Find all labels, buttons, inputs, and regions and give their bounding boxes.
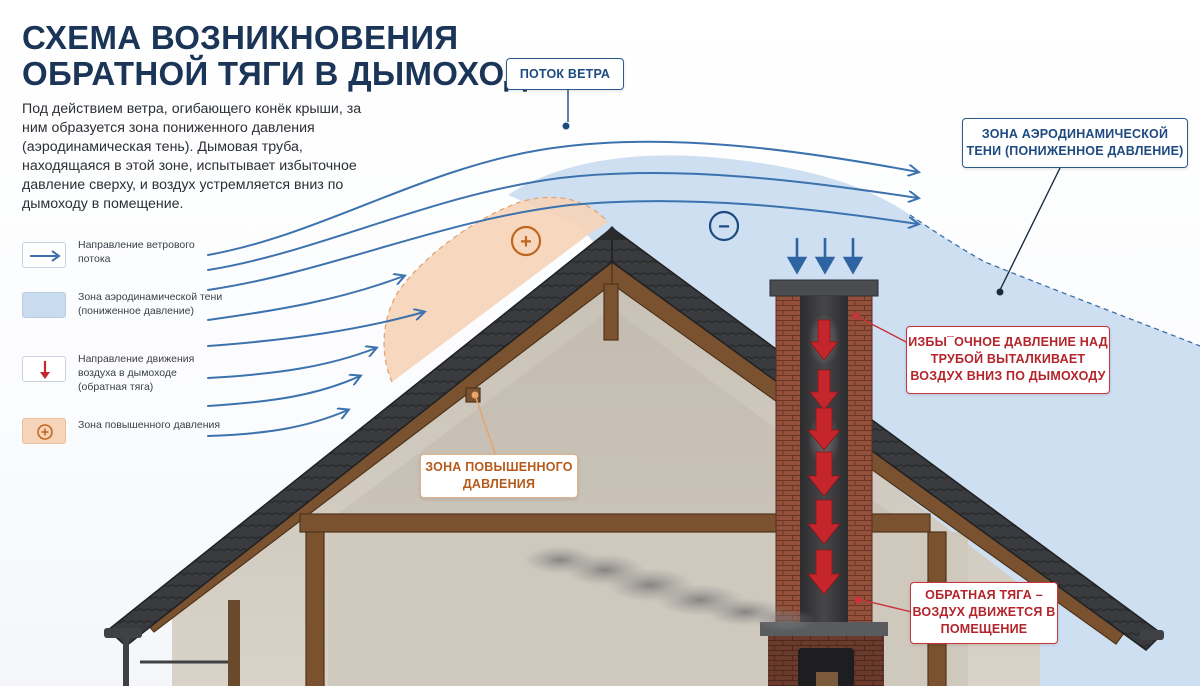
low-pressure-boundary: [909, 214, 1200, 347]
left-wall-strip: [228, 600, 240, 686]
minus-sign-icon: −: [708, 210, 740, 242]
wind-line-6: [207, 348, 376, 379]
legend-label-low-pressure: Зона аэродинамической тени (пониженное д…: [78, 291, 223, 317]
callout-wind-flow: ПОТОК ВЕТРА: [506, 58, 624, 90]
intro-text: Под действием ветра, огибающего конёк кр…: [22, 101, 362, 212]
down-arrow-glyph: [40, 361, 50, 379]
backdraft-arrow-6: [807, 549, 841, 595]
legend-item-low-pressure: Зона аэродинамической тени (пониженное д…: [22, 290, 222, 330]
backdraft-arrow-5: [807, 499, 841, 545]
backdraft-arrow-4: [807, 451, 841, 497]
legend-item-wind: Направление ветрового потока: [22, 238, 222, 278]
wind-line-3: [207, 200, 918, 291]
wind-line-4: [207, 276, 404, 321]
wind-line-2: [207, 171, 918, 271]
title-line-1: СХЕМА ВОЗНИКНОВЕНИЯ: [22, 19, 459, 56]
callout-backdraft: ОБРАТНАЯ ТЯГА – ВОЗДУХ ДВИЖЕТСЯ В ПОМЕЩЕ…: [910, 582, 1058, 644]
high-pressure-zone: [384, 197, 608, 382]
backdraft-arrow-2: [809, 369, 839, 411]
callout-high-pressure: ЗОНА ПОВЫШЕННОГО ДАВЛЕНИЯ: [420, 454, 578, 498]
gutter-left: [104, 628, 142, 638]
low-pressure-swatch: [22, 292, 66, 318]
legend-item-backdraft: Направление движения воздуха в дымоходе …: [22, 352, 222, 393]
plus-sign-icon: +: [510, 225, 542, 257]
backdraft-arrow-3: [807, 407, 841, 451]
plus-circle-glyph: [37, 424, 53, 440]
callout-excess-pressure: ИЗБЫ¯ОЧНОЕ ДАВЛЕНИЕ НАД ТРУБОЙ ВЫТАЛКИВА…: [906, 326, 1110, 394]
wind-line-1: [207, 140, 918, 256]
minus-sign-text: −: [718, 216, 730, 238]
wind-line-7: [207, 376, 360, 407]
wind-line-8: [207, 410, 348, 437]
legend-label-backdraft: Направление движения воздуха в дымоходе …: [78, 353, 195, 393]
page-title: СХЕМА ВОЗНИКНОВЕНИЯ ОБРАТНОЙ ТЯГИ В ДЫМО…: [22, 20, 550, 92]
wind-arrow-icon: [22, 242, 66, 268]
gutter-right: [1140, 630, 1164, 640]
plus-circle-icon: [22, 418, 66, 444]
backdraft-arrows: [807, 319, 841, 595]
legend-item-high-pressure: Зона повышенного давления: [22, 418, 222, 458]
roof-right: [611, 226, 1164, 651]
title-line-2: ОБРАТНОЙ ТЯГИ В ДЫМОХОДЕ: [22, 55, 551, 92]
backdraft-arrow-1: [809, 319, 839, 361]
pressure-arrows: [786, 238, 864, 275]
high-pressure-boundary: [383, 196, 609, 383]
legend-label-high-pressure: Зона повышенного давления: [78, 419, 221, 431]
callout-aerodynamic-shadow: ЗОНА АЭРОДИНАМИЧЕСКОЙ ТЕНИ (ПОНИЖЕННОЕ Д…: [962, 118, 1188, 168]
legend-label-wind: Направление ветрового потока: [78, 239, 195, 265]
wind-arrow-glyph: [30, 250, 61, 262]
plus-sign-text: +: [520, 231, 532, 253]
wind-line-5: [207, 312, 424, 347]
roof-ridge: [598, 226, 626, 240]
leader-lines: [471, 90, 1061, 615]
wind-streamlines: [207, 140, 918, 437]
down-arrow-icon: [22, 356, 66, 382]
